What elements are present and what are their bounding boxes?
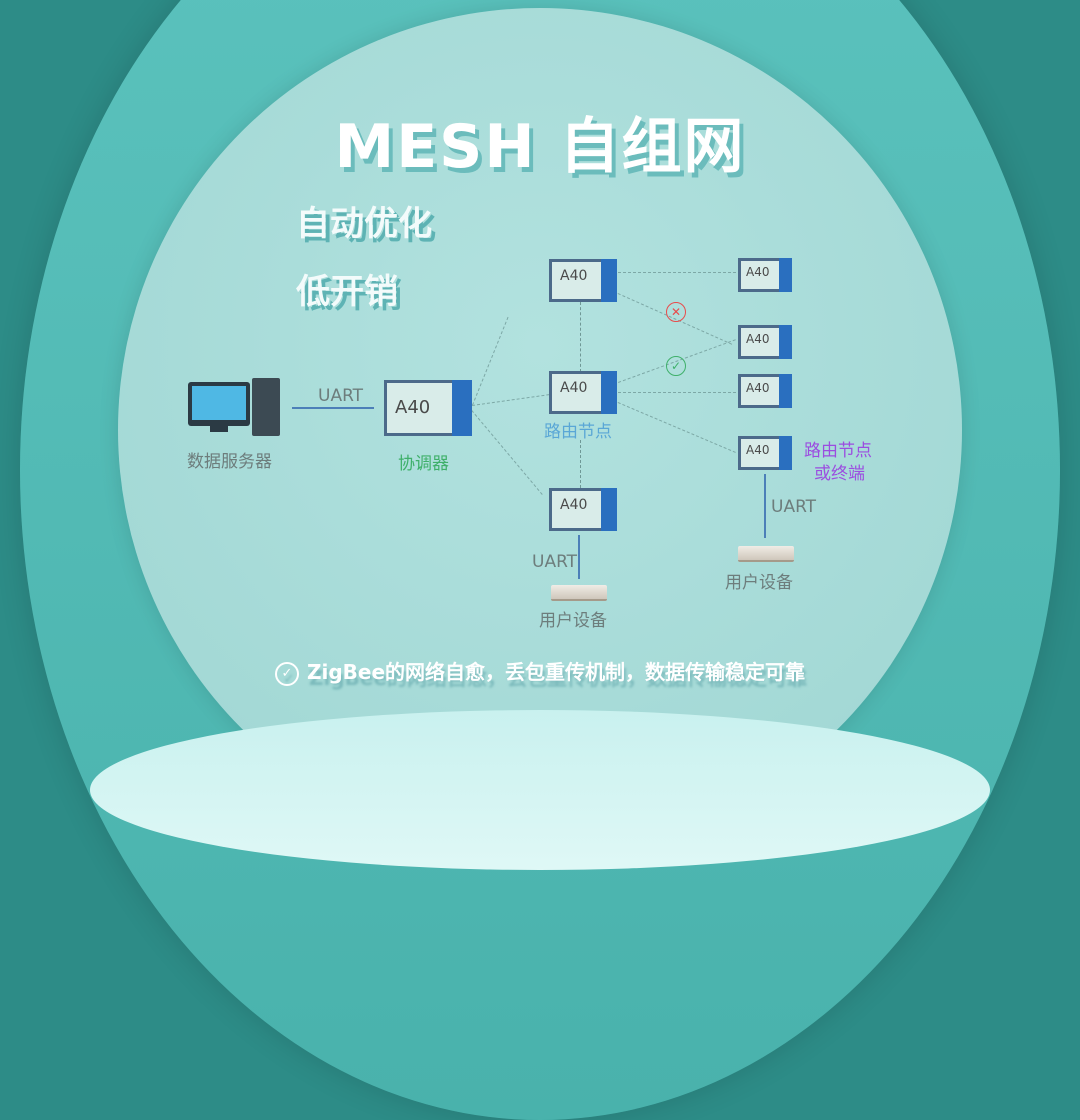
user-device-icon-2 xyxy=(738,546,794,562)
server-label: 数据服务器 xyxy=(187,452,272,472)
end-node-label-line1: 路由节点 xyxy=(804,441,872,461)
user-device-icon-1 xyxy=(551,585,607,601)
background-platform xyxy=(90,710,990,870)
check-circle-icon: ✓ xyxy=(274,661,299,686)
uart-label-router: UART xyxy=(532,552,578,572)
uart-link-router xyxy=(578,535,580,579)
uart-link-end xyxy=(764,474,766,538)
end-module-2: A40 xyxy=(738,325,792,359)
link-fail-icon: ✕ xyxy=(666,302,686,322)
footer-text: ZigBee的网络自愈，丢包重传机制，数据传输稳定可靠 xyxy=(306,660,806,684)
footer-caption: ✓ ZigBee的网络自愈，丢包重传机制，数据传输稳定可靠 xyxy=(0,656,1080,686)
router-node-label: 路由节点 xyxy=(544,422,612,442)
uart-link-server xyxy=(292,407,374,409)
page-title: MESH 自组网 xyxy=(334,112,746,182)
uart-label-end: UART xyxy=(771,497,817,517)
user-device-label-1: 用户设备 xyxy=(539,611,607,631)
end-module-3: A40 xyxy=(738,374,792,408)
uart-label-server: UART xyxy=(318,386,364,406)
coordinator-module: A40 xyxy=(384,380,472,436)
end-module-4: A40 xyxy=(738,436,792,470)
feature-auto-optimize: 自动优化 xyxy=(296,204,432,244)
end-node-label-line2: 或终端 xyxy=(814,464,865,484)
end-module-1: A40 xyxy=(738,258,792,292)
feature-low-overhead: 低开销 xyxy=(296,272,398,312)
router-module-bottom: A40 xyxy=(549,488,617,531)
server-computer-icon xyxy=(188,378,283,438)
link-ok-icon: ✓ xyxy=(666,356,686,376)
coordinator-label: 协调器 xyxy=(398,454,449,474)
router-module-center: A40 xyxy=(549,371,617,414)
router-module-top: A40 xyxy=(549,259,617,302)
user-device-label-2: 用户设备 xyxy=(725,573,793,593)
